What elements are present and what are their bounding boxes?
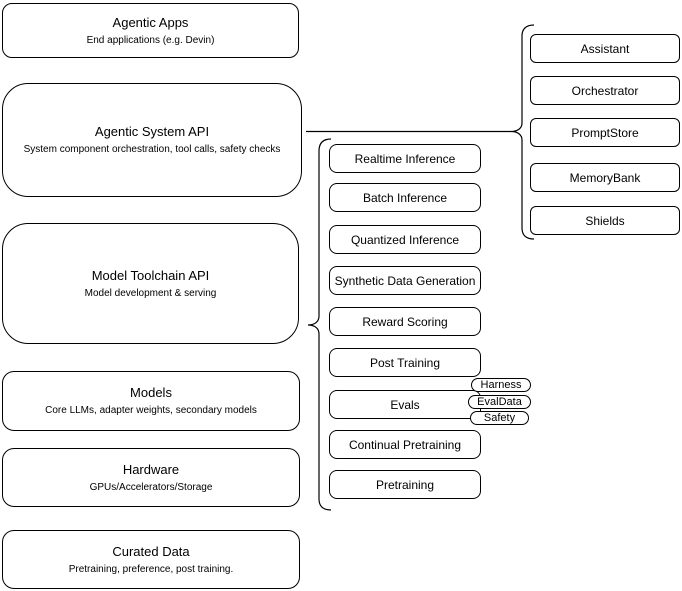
toolchain-item-pretraining: Pretraining [329, 470, 481, 499]
brace-toolchain [307, 138, 332, 511]
box-title: Curated Data [112, 543, 190, 559]
box-models: Models Core LLMs, adapter weights, secon… [2, 371, 300, 431]
box-model-toolchain-api: Model Toolchain API Model development & … [2, 223, 299, 344]
box-title: Hardware [122, 461, 180, 477]
box-subtitle: GPUs/Accelerators/Storage [89, 481, 213, 493]
toolchain-item-evals: Evals [329, 390, 481, 419]
toolchain-item-reward-scoring: Reward Scoring [329, 307, 481, 336]
evals-tag-harness: Harness [471, 378, 531, 392]
evals-tag-safety: Safety [470, 411, 529, 425]
component-orchestrator: Orchestrator [530, 76, 680, 105]
toolchain-item-quantized-inference: Quantized Inference [329, 225, 481, 254]
component-promptstore: PromptStore [530, 118, 680, 147]
box-title: Agentic System API [94, 124, 210, 139]
box-agentic-system-api: Agentic System API System component orch… [2, 83, 302, 197]
box-subtitle: Model development & serving [84, 287, 217, 299]
box-title: Agentic Apps [112, 14, 189, 30]
box-subtitle: Pretraining, preference, post training. [68, 563, 234, 575]
box-title: Models [130, 385, 172, 400]
box-title: Model Toolchain API [91, 267, 210, 283]
toolchain-item-realtime-inference: Realtime Inference [329, 144, 481, 173]
box-hardware: Hardware GPUs/Accelerators/Storage [2, 448, 300, 507]
box-curated-data: Curated Data Pretraining, preference, po… [2, 530, 300, 589]
box-subtitle: System component orchestration, tool cal… [23, 144, 281, 155]
evals-tag-evaldata: EvalData [468, 395, 531, 409]
box-agentic-apps: Agentic Apps End applications (e.g. Devi… [2, 3, 299, 58]
toolchain-item-post-training: Post Training [329, 348, 481, 377]
component-memorybank: MemoryBank [530, 163, 680, 192]
box-subtitle: Core LLMs, adapter weights, secondary mo… [45, 405, 257, 416]
toolchain-item-synthetic-data-generation: Synthetic Data Generation [329, 266, 481, 295]
component-assistant: Assistant [530, 34, 680, 63]
brace-system-components [510, 24, 535, 240]
toolchain-item-continual-pretraining: Continual Pretraining [329, 430, 481, 459]
toolchain-item-batch-inference: Batch Inference [329, 183, 481, 212]
component-shields: Shields [530, 206, 680, 235]
box-subtitle: End applications (e.g. Devin) [86, 34, 215, 46]
